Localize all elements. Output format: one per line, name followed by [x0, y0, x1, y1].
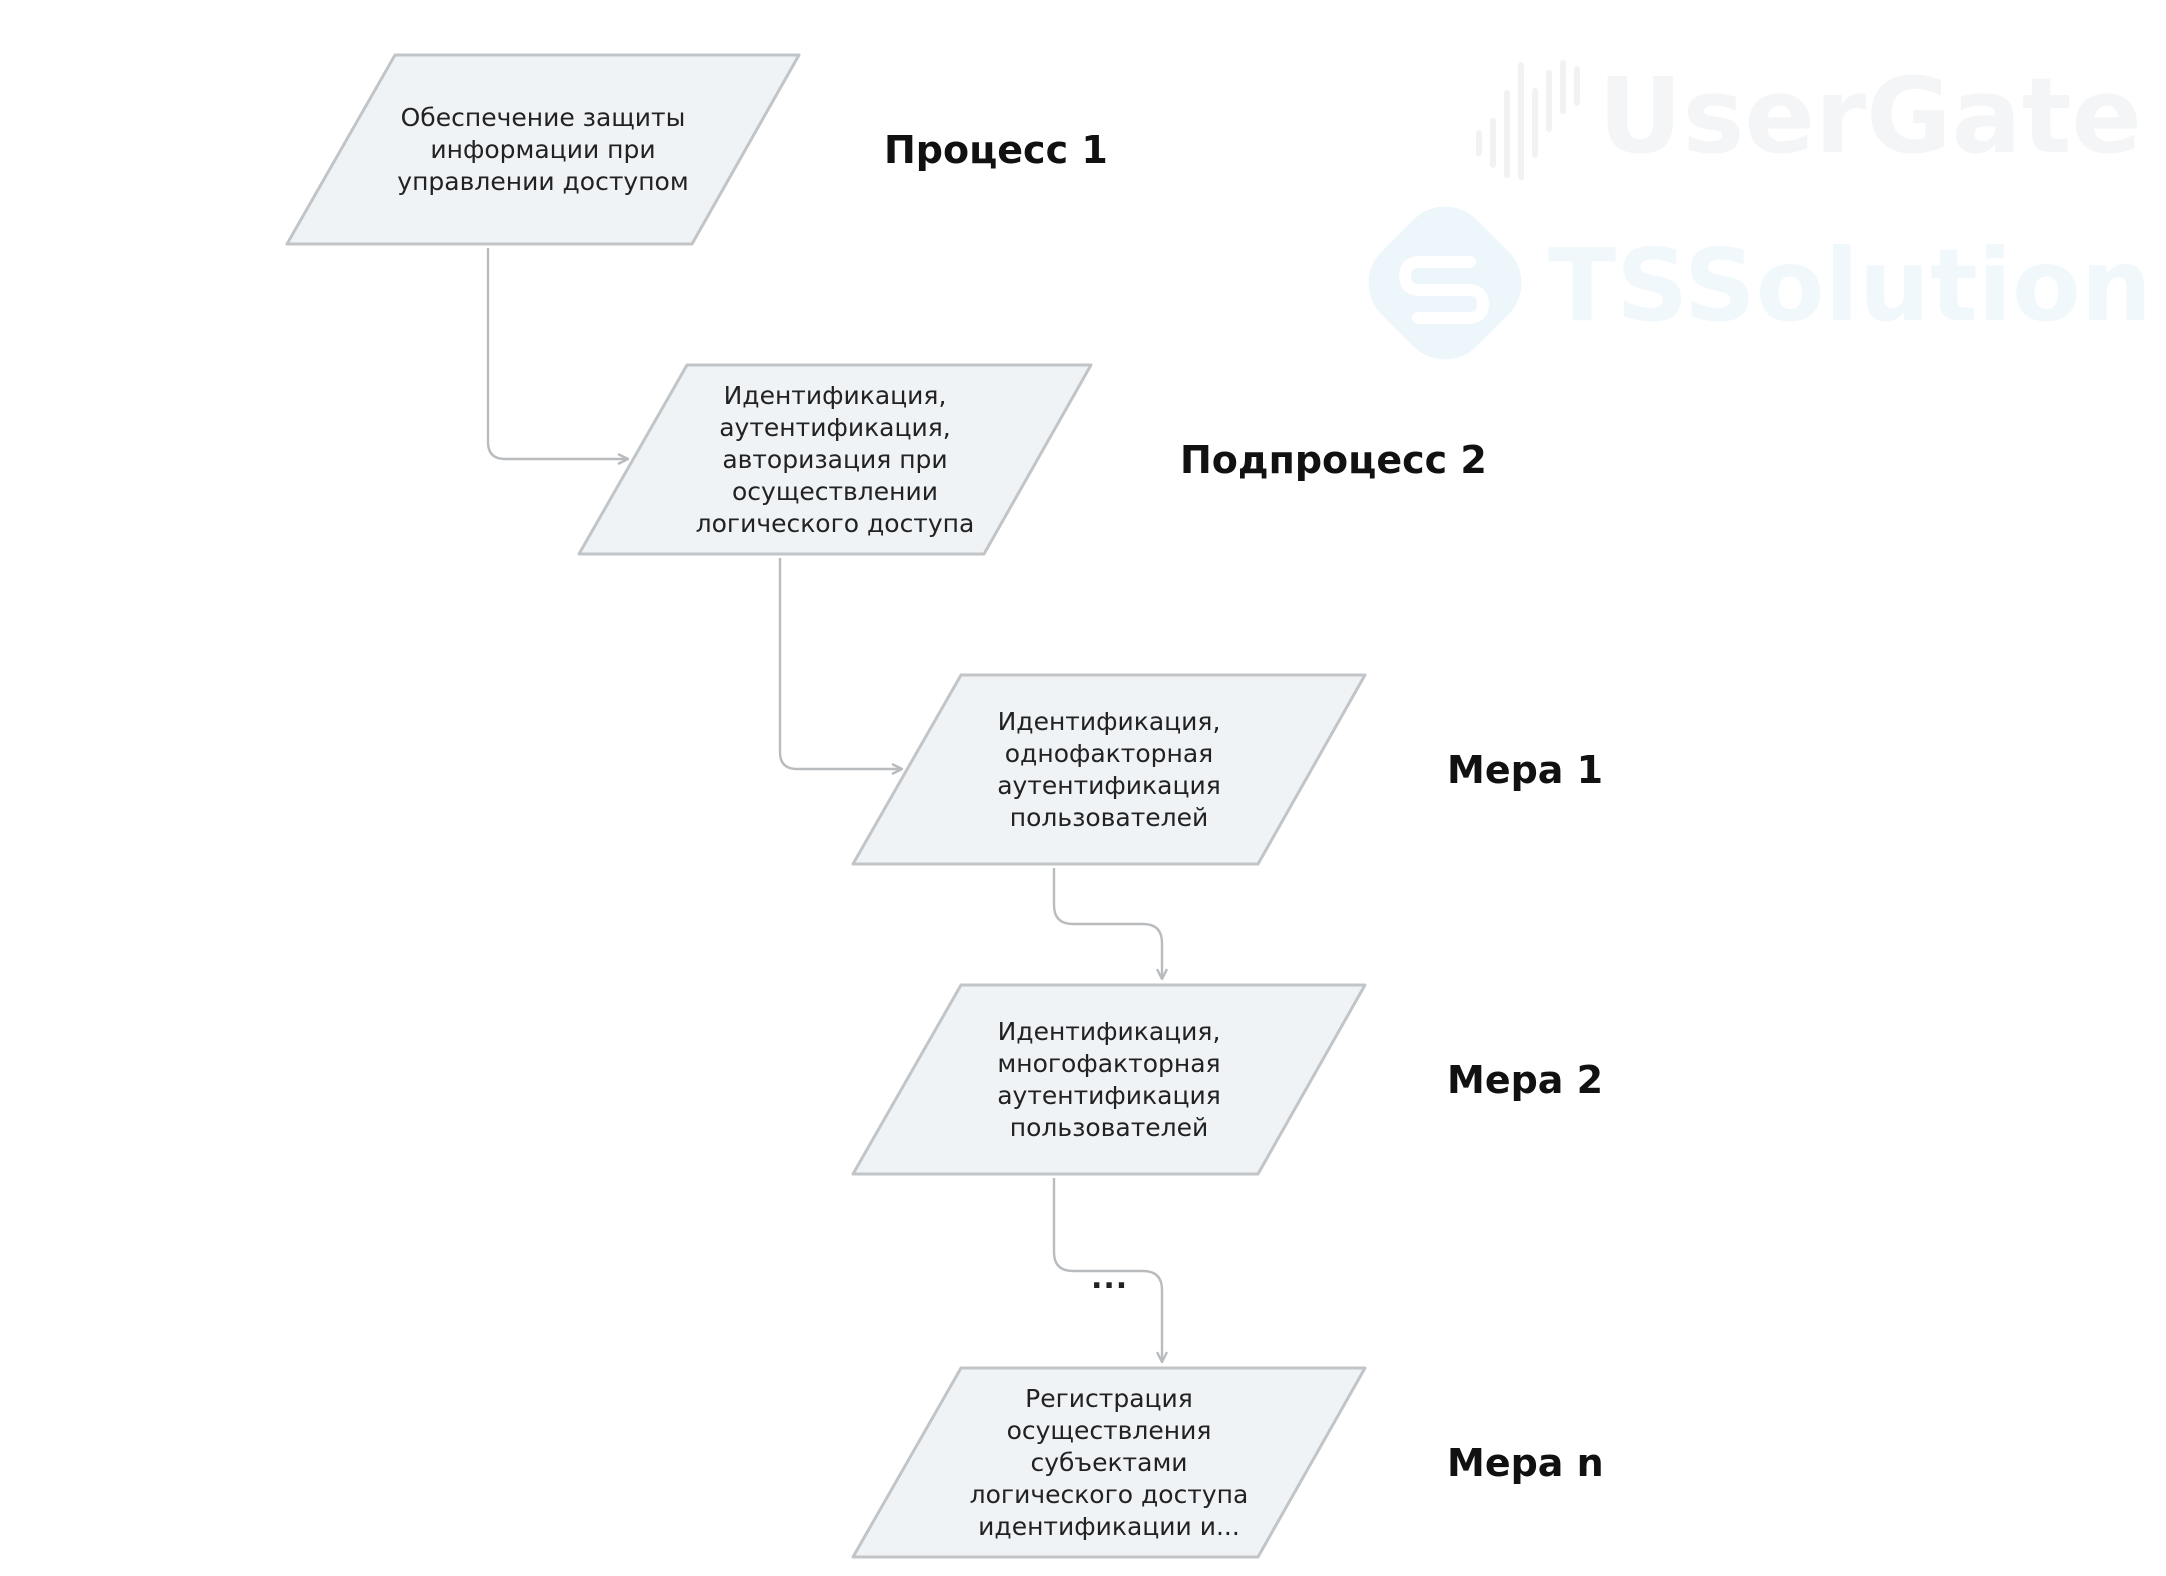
- level-label-process-1: Процесс 1: [884, 128, 1108, 172]
- connector-process1-subprocess2: [486, 248, 628, 459]
- tssolution-logo-icon: [1368, 206, 1522, 360]
- level-label-measure-2: Мера 2: [1447, 1058, 1604, 1102]
- connector-measure1-measure2: [1052, 868, 1162, 979]
- level-label-measure-1: Мера 1: [1447, 748, 1604, 792]
- tssolution-watermark: TSSolution: [1548, 227, 2152, 344]
- measure-2-node-text: Идентификация, многофакторная аутентифик…: [997, 1017, 1221, 1142]
- measure-1-node-shape: [851, 673, 1367, 866]
- connector-subprocess2-measure1: [778, 558, 902, 769]
- usergate-logo-icon: [1476, 60, 1580, 180]
- process-node-shape: [285, 53, 801, 246]
- measure-2-node-shape: [851, 983, 1367, 1176]
- measure-n-node-text: Регистрация осуществления субъектами лог…: [969, 1384, 1249, 1541]
- subprocess-node-shape: [577, 363, 1093, 556]
- measure-1-node-text: Идентификация, однофакторная аутентифика…: [997, 707, 1221, 832]
- measure-n-node-shape: [851, 1366, 1367, 1559]
- process-node-text: Обеспечение защиты информации при управл…: [397, 103, 689, 196]
- usergate-watermark: UserGate: [1598, 55, 2142, 177]
- ellipsis-continuation: ...: [1091, 1261, 1129, 1296]
- connector-measure2-measuren: [1052, 1178, 1162, 1362]
- subprocess-node-text: Идентификация, аутентификация, авторизац…: [695, 381, 975, 538]
- level-label-subprocess-2: Подпроцесс 2: [1180, 438, 1487, 482]
- level-label-measure-n: Мера n: [1447, 1441, 1604, 1485]
